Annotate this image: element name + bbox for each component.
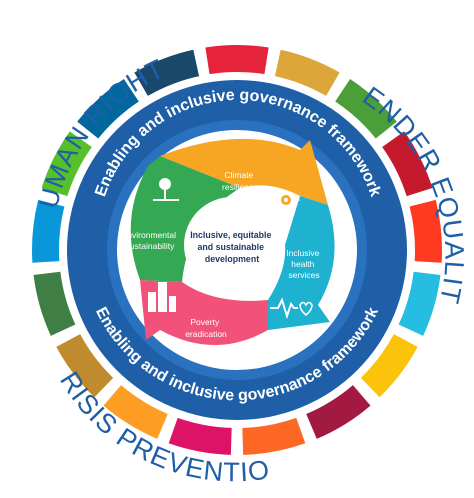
- label-inclusive-health-services: Inclusive health services: [286, 248, 321, 280]
- segment-health-services: [268, 196, 335, 330]
- sdg-ring-segment: [409, 199, 442, 263]
- sdg-ring-segment: [103, 385, 168, 439]
- label-poverty-eradication: Poverty eradication: [185, 317, 227, 339]
- eye-icon: [272, 194, 300, 206]
- segment-environmental-sustainability: [130, 156, 240, 282]
- sdg-ring-segment: [32, 199, 65, 263]
- label-climate-resilience: Climate resilience: [222, 170, 258, 192]
- sdg-ring-segment: [205, 45, 269, 75]
- segment-climate-resilience: [160, 138, 328, 205]
- sdg-ring-segment: [41, 131, 92, 197]
- sdg-ring-segment: [56, 334, 114, 398]
- sdg-ring-segment: [382, 131, 433, 197]
- label-environmental-sustainability: Environmental sustainability: [122, 230, 179, 251]
- buildings-icon: [148, 282, 176, 312]
- center-label: Inclusive, equitable and sustainable dev…: [190, 230, 274, 264]
- sdg-ring-segment: [168, 417, 232, 455]
- sdg-ring-segment: [360, 334, 418, 398]
- center-circle: [184, 197, 280, 293]
- sdg-ring-segment: [242, 417, 306, 455]
- sdg-ring-segment: [274, 49, 340, 96]
- sdg-ring-segment: [335, 79, 397, 139]
- tree-icon: [153, 178, 179, 201]
- sdg-ring-segment: [33, 271, 76, 336]
- sdg-ring-segment: [134, 49, 200, 96]
- sdg-ring-segment: [306, 385, 371, 439]
- sdg-color-ring: [32, 45, 442, 455]
- sdg-ring-segment: [398, 271, 441, 336]
- heart-pulse-icon: [270, 297, 313, 320]
- sdg-ring-segment: [77, 79, 139, 139]
